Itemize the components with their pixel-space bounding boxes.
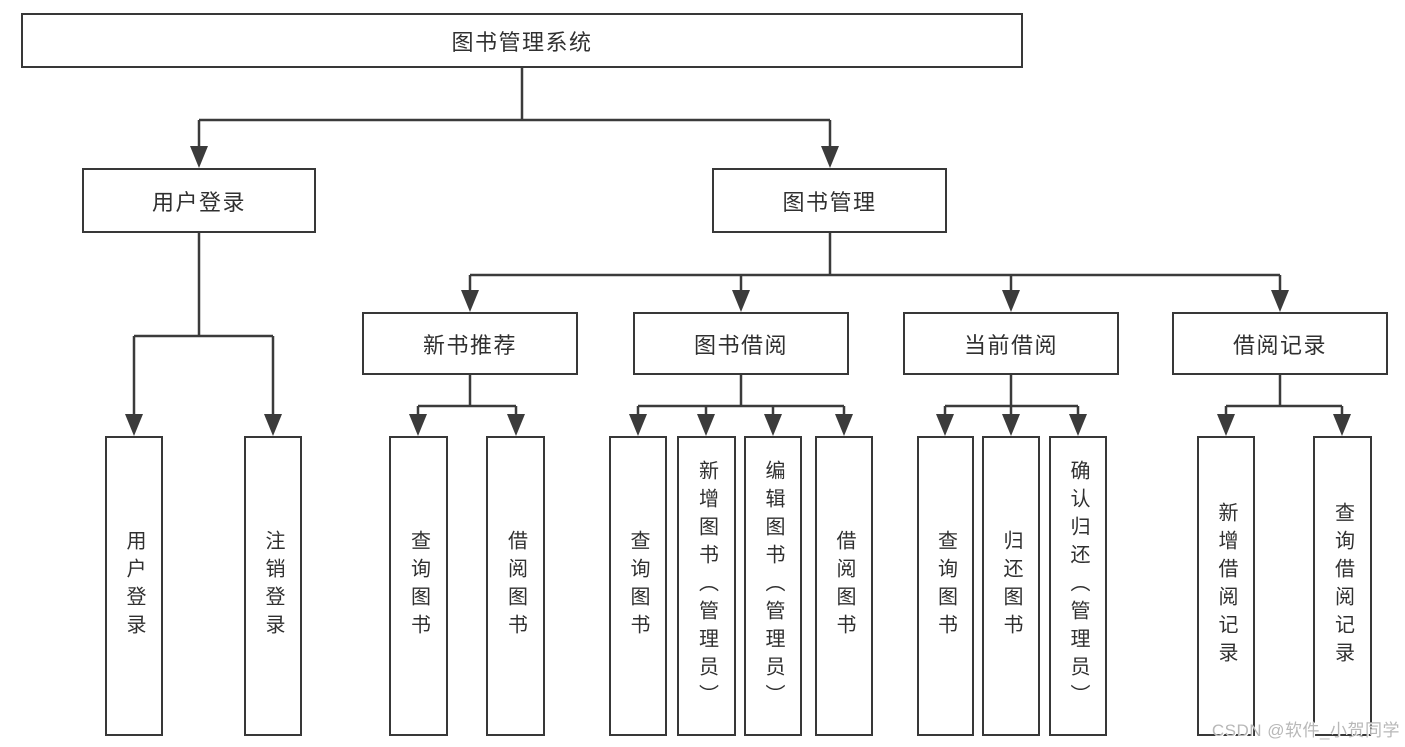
arrow-down-icon	[764, 414, 782, 436]
node-book-management: 图书管理	[712, 168, 947, 233]
leaf-return-books: 归还图书	[982, 436, 1040, 736]
arrow-down-icon	[1271, 290, 1289, 312]
arrow-down-icon	[835, 414, 853, 436]
arrow-down-icon	[125, 414, 143, 436]
arrow-down-icon	[1002, 414, 1020, 436]
arrow-down-icon	[461, 290, 479, 312]
node-label: 图书管理	[782, 189, 877, 215]
node-label: 用户登录	[151, 189, 246, 215]
connector-book-management-to-level3	[468, 233, 1282, 291]
arrow-down-icon	[1333, 414, 1351, 436]
leaf-user-login: 用户登录	[105, 436, 163, 736]
node-label: 借阅记录	[1232, 332, 1327, 358]
node-book-borrow: 图书借阅	[633, 312, 849, 375]
node-label: 归还图书	[1000, 530, 1022, 642]
node-label: 查询图书	[407, 530, 430, 642]
leaf-query-books-borrow: 查询图书	[609, 436, 667, 736]
node-label: 新增借阅记录	[1215, 502, 1237, 670]
leaf-add-borrow-record: 新增借阅记录	[1197, 436, 1255, 736]
connector-book-borrow-to-leaves	[636, 375, 846, 415]
connector-current-borrow-to-leaves	[943, 375, 1080, 415]
node-borrow-records: 借阅记录	[1172, 312, 1388, 375]
node-label: 借阅图书	[504, 530, 527, 642]
connector-root-to-level2	[197, 68, 832, 147]
leaf-edit-books-admin: 编辑图书（管理员）	[744, 436, 802, 736]
node-label: 图书借阅	[693, 332, 788, 358]
node-label: 编辑图书（管理员）	[762, 460, 784, 712]
leaf-add-books-admin: 新增图书（管理员）	[677, 436, 736, 736]
node-new-book-recommend: 新书推荐	[362, 312, 578, 375]
node-label: 用户登录	[123, 530, 145, 642]
leaf-logout-login: 注销登录	[244, 436, 302, 736]
connector-user-login-to-leaves	[132, 233, 275, 415]
arrow-down-icon	[507, 414, 525, 436]
node-root: 图书管理系统	[21, 13, 1023, 68]
arrow-down-icon	[1002, 290, 1020, 312]
node-label: 当前借阅	[963, 332, 1058, 358]
leaf-borrow-books: 借阅图书	[815, 436, 873, 736]
arrow-down-icon	[264, 414, 282, 436]
arrow-down-icon	[629, 414, 647, 436]
leaf-borrow-books-recommend: 借阅图书	[486, 436, 545, 736]
node-current-borrow: 当前借阅	[903, 312, 1119, 375]
arrow-down-icon	[409, 414, 427, 436]
leaf-confirm-return-admin: 确认归还（管理员）	[1049, 436, 1107, 736]
node-label: 查询图书	[627, 530, 649, 642]
node-label: 新增图书（管理员）	[695, 460, 718, 712]
arrow-down-icon	[732, 290, 750, 312]
arrow-down-icon	[190, 146, 208, 168]
arrow-down-icon	[1069, 414, 1087, 436]
arrow-down-icon	[697, 414, 715, 436]
connector-new-book-recommend-to-leaves	[416, 375, 518, 415]
connector-borrow-records-to-leaves	[1224, 375, 1344, 415]
node-label: 确认归还（管理员）	[1067, 460, 1089, 712]
arrow-down-icon	[821, 146, 839, 168]
node-user-login: 用户登录	[82, 168, 316, 233]
leaf-query-borrow-record: 查询借阅记录	[1313, 436, 1372, 736]
node-label: 查询图书	[934, 530, 957, 642]
watermark: CSDN @软件_小贺同学	[1211, 721, 1400, 740]
arrow-down-icon	[936, 414, 954, 436]
node-label: 查询借阅记录	[1331, 502, 1354, 670]
node-label: 借阅图书	[833, 530, 855, 642]
node-label: 图书管理系统	[451, 29, 593, 55]
leaf-query-books-recommend: 查询图书	[389, 436, 448, 736]
node-label: 新书推荐	[422, 332, 517, 358]
leaf-query-books-current: 查询图书	[917, 436, 974, 736]
arrow-down-icon	[1217, 414, 1235, 436]
node-label: 注销登录	[262, 530, 284, 642]
